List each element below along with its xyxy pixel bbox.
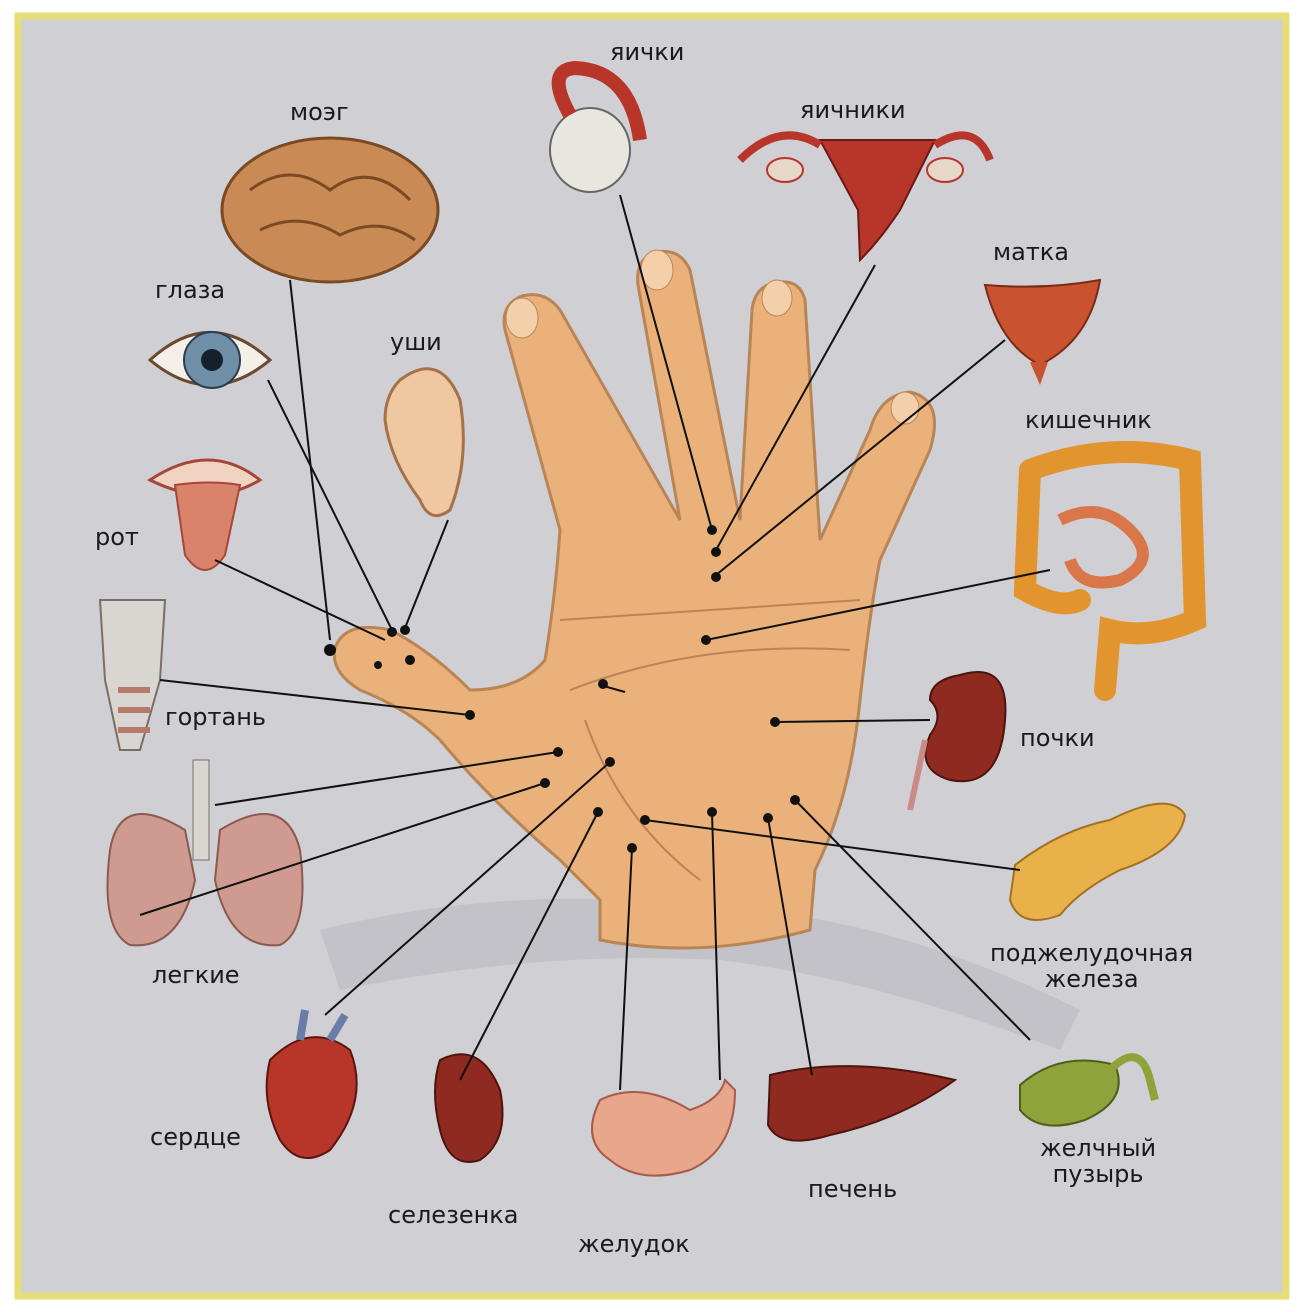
- brain-picture: [222, 138, 438, 282]
- nail-middle: [641, 250, 673, 290]
- label-stomach: желудок: [578, 1232, 690, 1256]
- label-mouth: рот: [95, 525, 139, 549]
- label-uterus: матка: [993, 240, 1069, 264]
- label-liver: печень: [808, 1177, 897, 1201]
- label-spleen: селезенка: [388, 1203, 519, 1227]
- label-larynx: гортань: [165, 705, 266, 729]
- label-pancreas-line1: поджелудочная: [990, 940, 1193, 966]
- label-lungs: легкие: [152, 963, 240, 987]
- label-ovaries: яичники: [800, 98, 906, 122]
- nail-index: [506, 298, 538, 338]
- nail-ring: [762, 280, 792, 316]
- label-heart: сердце: [150, 1125, 241, 1149]
- label-testicles: яички: [610, 40, 684, 64]
- nail-pinky: [891, 392, 919, 424]
- label-gallbladder: желчный пузырь: [1040, 1135, 1156, 1188]
- label-intestine: кишечник: [1025, 408, 1152, 432]
- label-ears: уши: [390, 330, 442, 354]
- label-pancreas-line2: железа: [990, 966, 1193, 992]
- label-kidneys: почки: [1020, 726, 1095, 750]
- label-eyes: глаза: [155, 278, 225, 302]
- label-gallbladder-line1: желчный: [1040, 1135, 1156, 1161]
- label-pancreas: поджелудочная железа: [990, 940, 1193, 993]
- label-gallbladder-line2: пузырь: [1040, 1161, 1156, 1187]
- label-brain: моэг: [290, 100, 349, 124]
